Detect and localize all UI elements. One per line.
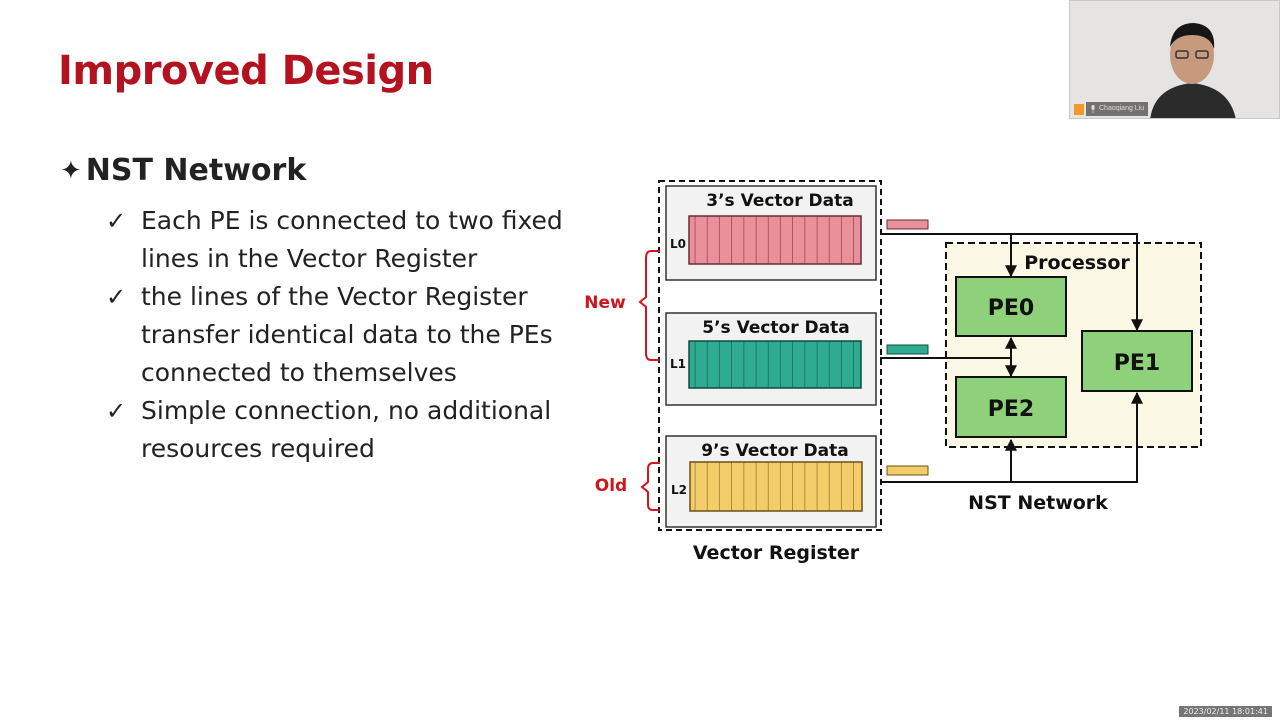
pe-label: PE0 bbox=[988, 296, 1034, 321]
microphone-icon bbox=[1091, 105, 1095, 113]
bullet-item: ✓ Each PE is connected to two fixed line… bbox=[106, 202, 586, 278]
recording-timestamp: 2023/02/11 18:01:41 bbox=[1179, 706, 1272, 717]
participant-name: Chaoqiang Liu bbox=[1099, 105, 1145, 112]
pe1-block: PE1 bbox=[1081, 330, 1193, 392]
line-id-label: L2 bbox=[671, 483, 687, 497]
bullet-list: ✓ Each PE is connected to two fixed line… bbox=[106, 202, 586, 468]
processor-label: Processor bbox=[1024, 252, 1130, 274]
transfer-block-l2 bbox=[886, 465, 929, 476]
heading-text: NST Network bbox=[85, 153, 307, 188]
pe0-block: PE0 bbox=[955, 276, 1067, 337]
pe2-block: PE2 bbox=[955, 376, 1067, 438]
participant-avatar bbox=[1140, 9, 1244, 118]
line-id-label: L0 bbox=[670, 237, 686, 251]
new-label: New bbox=[584, 293, 626, 313]
bullet-text: Each PE is connected to two fixed lines … bbox=[141, 206, 563, 273]
host-badge-icon bbox=[1074, 104, 1084, 115]
register-line-l2: 9’s Vector Data L2 bbox=[665, 435, 877, 528]
register-line-l1: 5’s Vector Data L1 bbox=[665, 312, 877, 406]
old-label: Old bbox=[595, 476, 627, 496]
checkmark-icon: ✓ bbox=[106, 397, 127, 425]
vector-register-frame bbox=[658, 180, 882, 531]
nst-network-caption: NST Network bbox=[968, 492, 1108, 514]
bullet-text: the lines of the Vector Register transfe… bbox=[141, 282, 553, 387]
slide-title: Improved Design bbox=[58, 48, 434, 94]
pe-label: PE2 bbox=[988, 397, 1034, 422]
bullet-item: ✓ the lines of the Vector Register trans… bbox=[106, 278, 586, 392]
new-brace bbox=[638, 250, 660, 361]
checkmark-icon: ✓ bbox=[106, 207, 127, 235]
pe-label: PE1 bbox=[1114, 351, 1160, 376]
transfer-block-l0 bbox=[886, 219, 929, 230]
vector-register-caption: Vector Register bbox=[693, 542, 860, 564]
transfer-block-l1 bbox=[886, 344, 929, 355]
old-brace bbox=[640, 462, 660, 511]
vector-data-label: 3’s Vector Data bbox=[706, 191, 853, 211]
vector-data-label: 5’s Vector Data bbox=[702, 318, 849, 338]
section-heading: ✦ NST Network bbox=[60, 153, 306, 188]
register-line-l0: 3’s Vector Data L0 bbox=[665, 185, 877, 281]
nst-connections bbox=[880, 233, 1143, 483]
bullet-item: ✓ Simple connection, no additional resou… bbox=[106, 392, 586, 468]
star-bullet-icon: ✦ bbox=[60, 155, 82, 186]
vector-data-label: 9’s Vector Data bbox=[701, 441, 848, 461]
line-id-label: L1 bbox=[670, 357, 686, 371]
checkmark-icon: ✓ bbox=[106, 283, 127, 311]
participant-name-bar: Chaoqiang Liu bbox=[1086, 102, 1149, 116]
bullet-text: Simple connection, no additional resourc… bbox=[141, 396, 552, 463]
participant-video-tile[interactable]: Chaoqiang Liu bbox=[1069, 0, 1280, 119]
